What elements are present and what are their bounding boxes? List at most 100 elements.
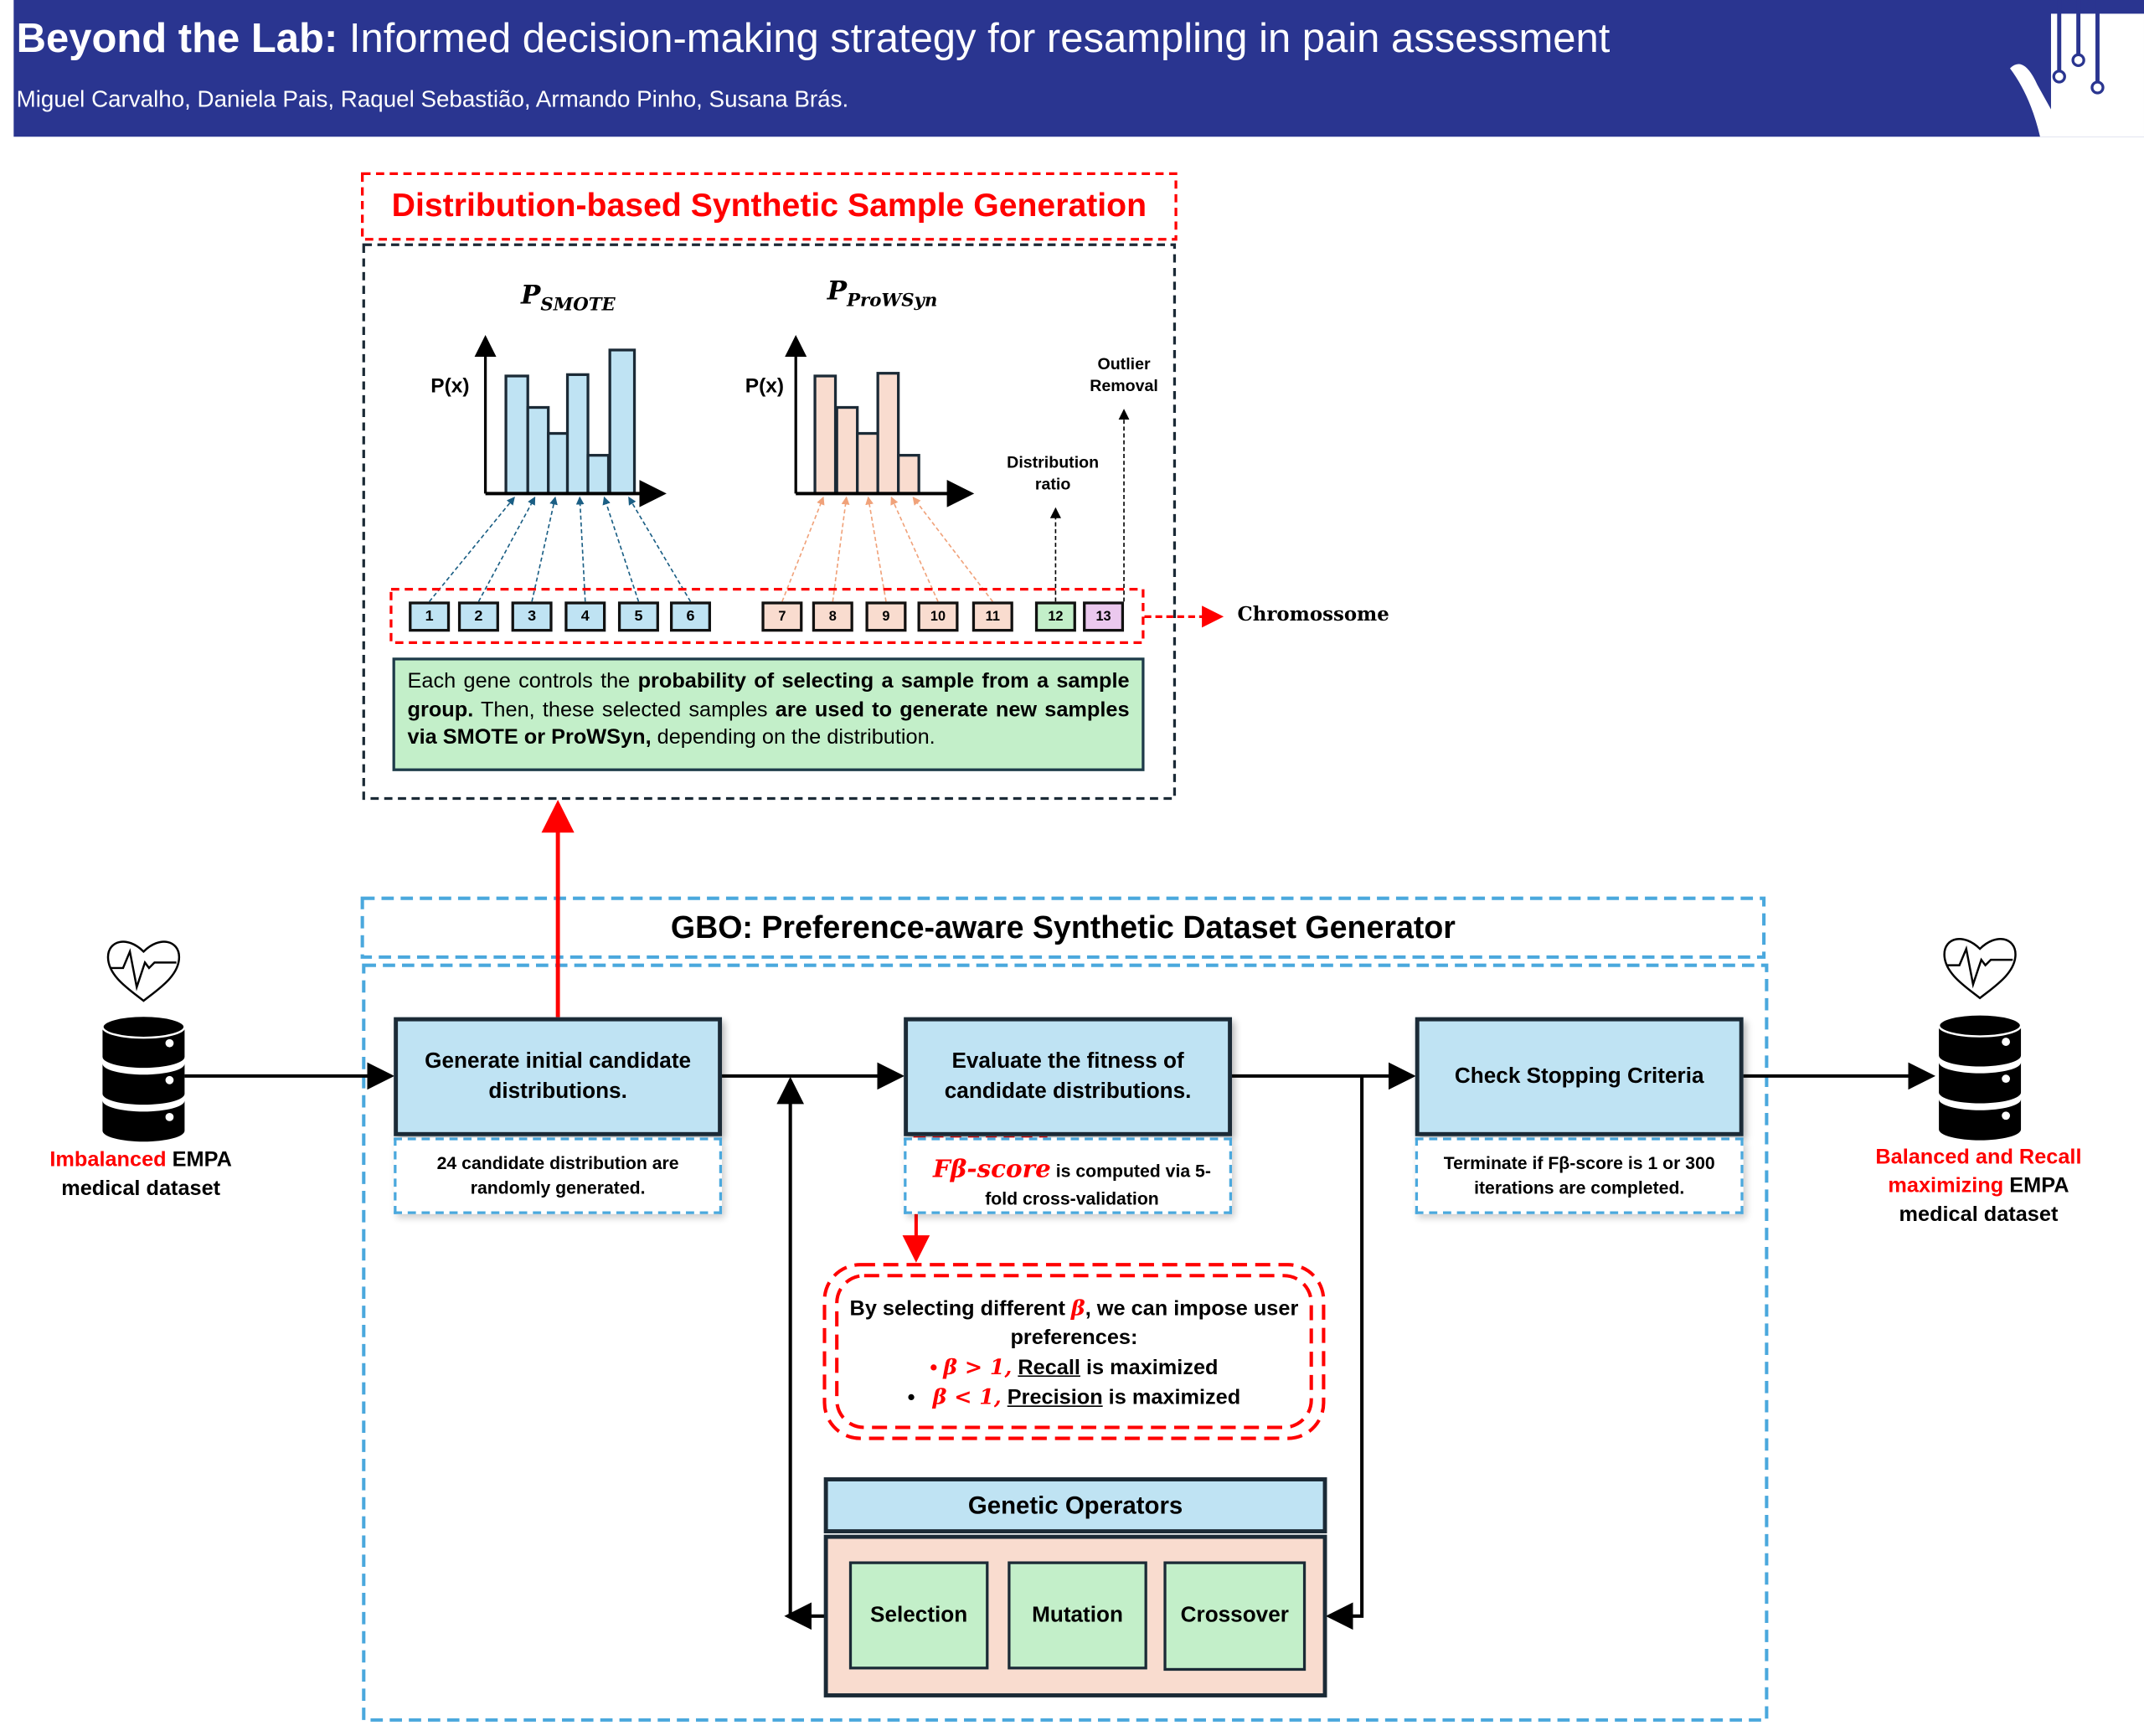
step-evaluate-fitness: Evaluate the fitness of candidate distri…	[904, 1017, 1233, 1136]
genetic-operators-title: Genetic Operators	[967, 1491, 1183, 1519]
desc-text-1: Each gene controls the	[407, 669, 638, 693]
gene-2: 2	[457, 601, 499, 632]
gene-arrow	[477, 496, 536, 602]
gene-10: 10	[917, 601, 959, 632]
preference-text: By selecting different β, we can impose …	[837, 1293, 1312, 1412]
gene-13: 13	[1083, 601, 1125, 632]
hand-logo-icon	[2009, 0, 2144, 137]
gbo-title-frame	[360, 896, 1766, 959]
precision-condition: β < 1,	[932, 1383, 1002, 1410]
prowsyn-label-main: P	[827, 276, 848, 307]
gene-arrow	[531, 496, 558, 602]
prowsyn-label-sub: ProWSyn	[847, 291, 938, 312]
smote-histogram	[504, 348, 636, 496]
smote-label-sub: SMOTE	[540, 295, 616, 316]
gene-5: 5	[617, 601, 659, 632]
synthetic-title: Distribution-based Synthetic Sample Gene…	[391, 187, 1147, 224]
gene-7: 7	[761, 601, 803, 632]
chromosome-label: Chromossome	[1237, 604, 1389, 626]
step-generate-initial: Generate initial candidate distributions…	[394, 1017, 723, 1136]
step-evaluate-note: Fβ-score is computed via 5-fold cross-va…	[904, 1137, 1233, 1214]
operator-crossover: Crossover	[1163, 1561, 1306, 1672]
preference-frame-outer	[822, 1263, 1326, 1440]
prowsyn-histogram	[813, 372, 920, 496]
step-check-stopping: Check Stopping Criteria	[1415, 1017, 1744, 1136]
gene-arrow	[429, 497, 515, 602]
database-icon	[1937, 1013, 2023, 1141]
gene-1: 1	[409, 601, 451, 632]
operator-mutation: Mutation	[1008, 1561, 1147, 1670]
preference-item-precision: • β < 1, Precision is maximized	[907, 1383, 1241, 1410]
gene-description: Each gene controls the probability of se…	[392, 657, 1145, 771]
smote-label: PSMOTE	[521, 281, 616, 316]
desc-text-2: Then, these selected samples	[473, 698, 776, 722]
database-icon	[101, 1014, 186, 1142]
beta-symbol: β	[1070, 1295, 1085, 1321]
title-bold: Beyond the Lab:	[16, 16, 338, 62]
gene-arrow	[912, 496, 993, 602]
pref-intro-a: By selecting different	[849, 1297, 1071, 1321]
desc-bold-1: probability of selecting a sample from a…	[407, 669, 1130, 722]
recall-word: Recall	[1018, 1356, 1080, 1380]
gene-arrow	[890, 496, 939, 602]
gene-9: 9	[865, 601, 907, 632]
prowsyn-bar	[835, 405, 859, 496]
distribution-ratio-line2: ratio	[1034, 474, 1071, 494]
prowsyn-bar	[897, 454, 920, 496]
gene-arrow	[865, 496, 887, 602]
prowsyn-bar	[856, 431, 879, 496]
preference-intro: By selecting different β, we can impose …	[837, 1293, 1312, 1352]
gene-6: 6	[669, 601, 711, 632]
step-stopping-note: Terminate if Fβ-score is 1 or 300 iterat…	[1415, 1137, 1744, 1214]
prowsyn-bar	[876, 372, 900, 496]
preference-frame-inner	[835, 1274, 1313, 1429]
input-dataset-label: Imbalanced EMPA medical dataset	[18, 1146, 264, 1203]
output-rest: EMPA	[2003, 1174, 2069, 1198]
step-generate-note: 24 candidate distribution are randomly g…	[394, 1137, 723, 1214]
smote-bar	[586, 454, 611, 496]
smote-bar	[547, 431, 570, 496]
gbo-title: GBO: Preference-aware Synthetic Dataset …	[670, 909, 1456, 945]
desc-bold-2: are used to generate new samples via SMO…	[407, 698, 1130, 750]
prowsyn-bar	[813, 374, 838, 496]
gene-12: 12	[1034, 601, 1076, 632]
input-line2: medical dataset	[61, 1177, 221, 1201]
smote-ylabel: P(x)	[430, 374, 470, 399]
header-banner	[13, 0, 2144, 137]
heart-pulse-icon	[1943, 938, 2017, 1000]
gene-4: 4	[564, 601, 606, 632]
input-highlight: Imbalanced	[49, 1148, 167, 1172]
synthetic-panel-frame	[362, 243, 1177, 801]
precision-rest: is maximized	[1102, 1386, 1241, 1410]
outlier-removal-line1: Outlier	[1097, 353, 1151, 373]
smote-label-main: P	[521, 280, 541, 311]
preference-item-recall: • β > 1, Recall is maximized	[930, 1353, 1219, 1380]
gene-arrow	[832, 496, 850, 602]
input-rest: EMPA	[166, 1148, 232, 1172]
output-highlight2: maximizing	[1888, 1174, 2004, 1198]
distribution-ratio-line1: Distribution	[1007, 452, 1100, 472]
gene-arrow	[602, 496, 640, 602]
gene-8: 8	[812, 601, 853, 632]
gene-3: 3	[511, 601, 553, 632]
recall-condition: β > 1,	[943, 1353, 1013, 1380]
operator-selection: Selection	[848, 1561, 989, 1670]
fbeta-score-highlight: Fβ-score	[933, 1155, 1051, 1184]
smote-bar	[565, 373, 590, 496]
pref-intro-b: , we can impose user preferences:	[1010, 1297, 1299, 1350]
chromosome-frame	[389, 588, 1145, 644]
title-rest: Informed decision-making strategy for re…	[338, 16, 1611, 62]
prowsyn-label: PProWSyn	[827, 276, 938, 312]
gene-arrow	[575, 496, 586, 602]
synthetic-title-frame	[361, 172, 1178, 241]
page-title: Beyond the Lab: Informed decision-making…	[17, 17, 1611, 64]
smote-bar	[608, 348, 636, 496]
output-highlight1: Balanced and Recall	[1875, 1146, 2082, 1169]
gbo-frame	[362, 963, 1769, 1722]
authors: Miguel Carvalho, Daniela Pais, Raquel Se…	[16, 85, 849, 112]
prowsyn-ylabel: P(x)	[745, 374, 785, 399]
